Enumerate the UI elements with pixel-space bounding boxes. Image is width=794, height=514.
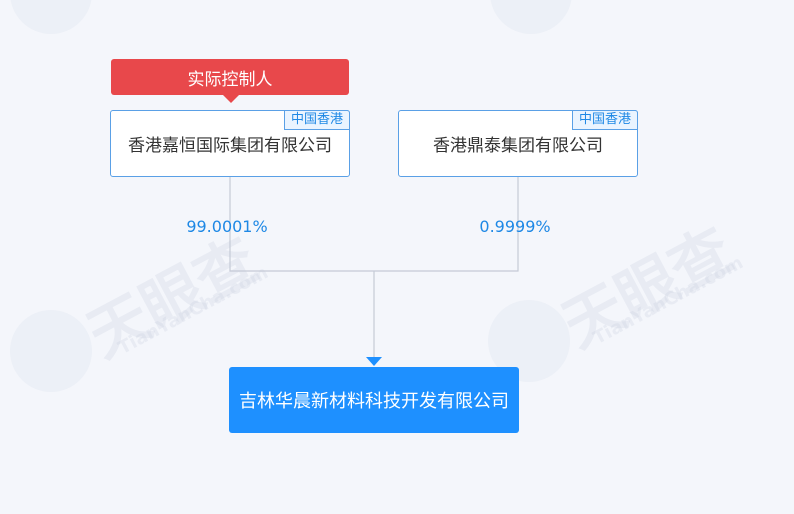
region-tag: 中国香港 xyxy=(571,110,638,130)
shareholder-node-hk-jiaheng[interactable]: 香港嘉恒国际集团有限公司 中国香港 xyxy=(110,110,350,177)
region-tag: 中国香港 xyxy=(283,110,350,130)
actual-controller-tag: 实际控制人 xyxy=(111,59,349,103)
share-percent-right: 0.9999% xyxy=(479,217,551,236)
shareholder-name: 香港嘉恒国际集团有限公司 xyxy=(128,136,332,156)
target-company-node[interactable]: 吉林华晨新材料科技开发有限公司 xyxy=(229,367,519,433)
shareholder-name: 香港鼎泰集团有限公司 xyxy=(433,136,603,156)
arrow-down-icon xyxy=(366,357,382,366)
share-percent-left: 99.0001% xyxy=(186,217,268,236)
shareholder-node-hk-dingtai[interactable]: 香港鼎泰集团有限公司 中国香港 xyxy=(398,110,638,177)
connector-line-left xyxy=(229,177,374,272)
connector-line-right xyxy=(374,177,519,272)
